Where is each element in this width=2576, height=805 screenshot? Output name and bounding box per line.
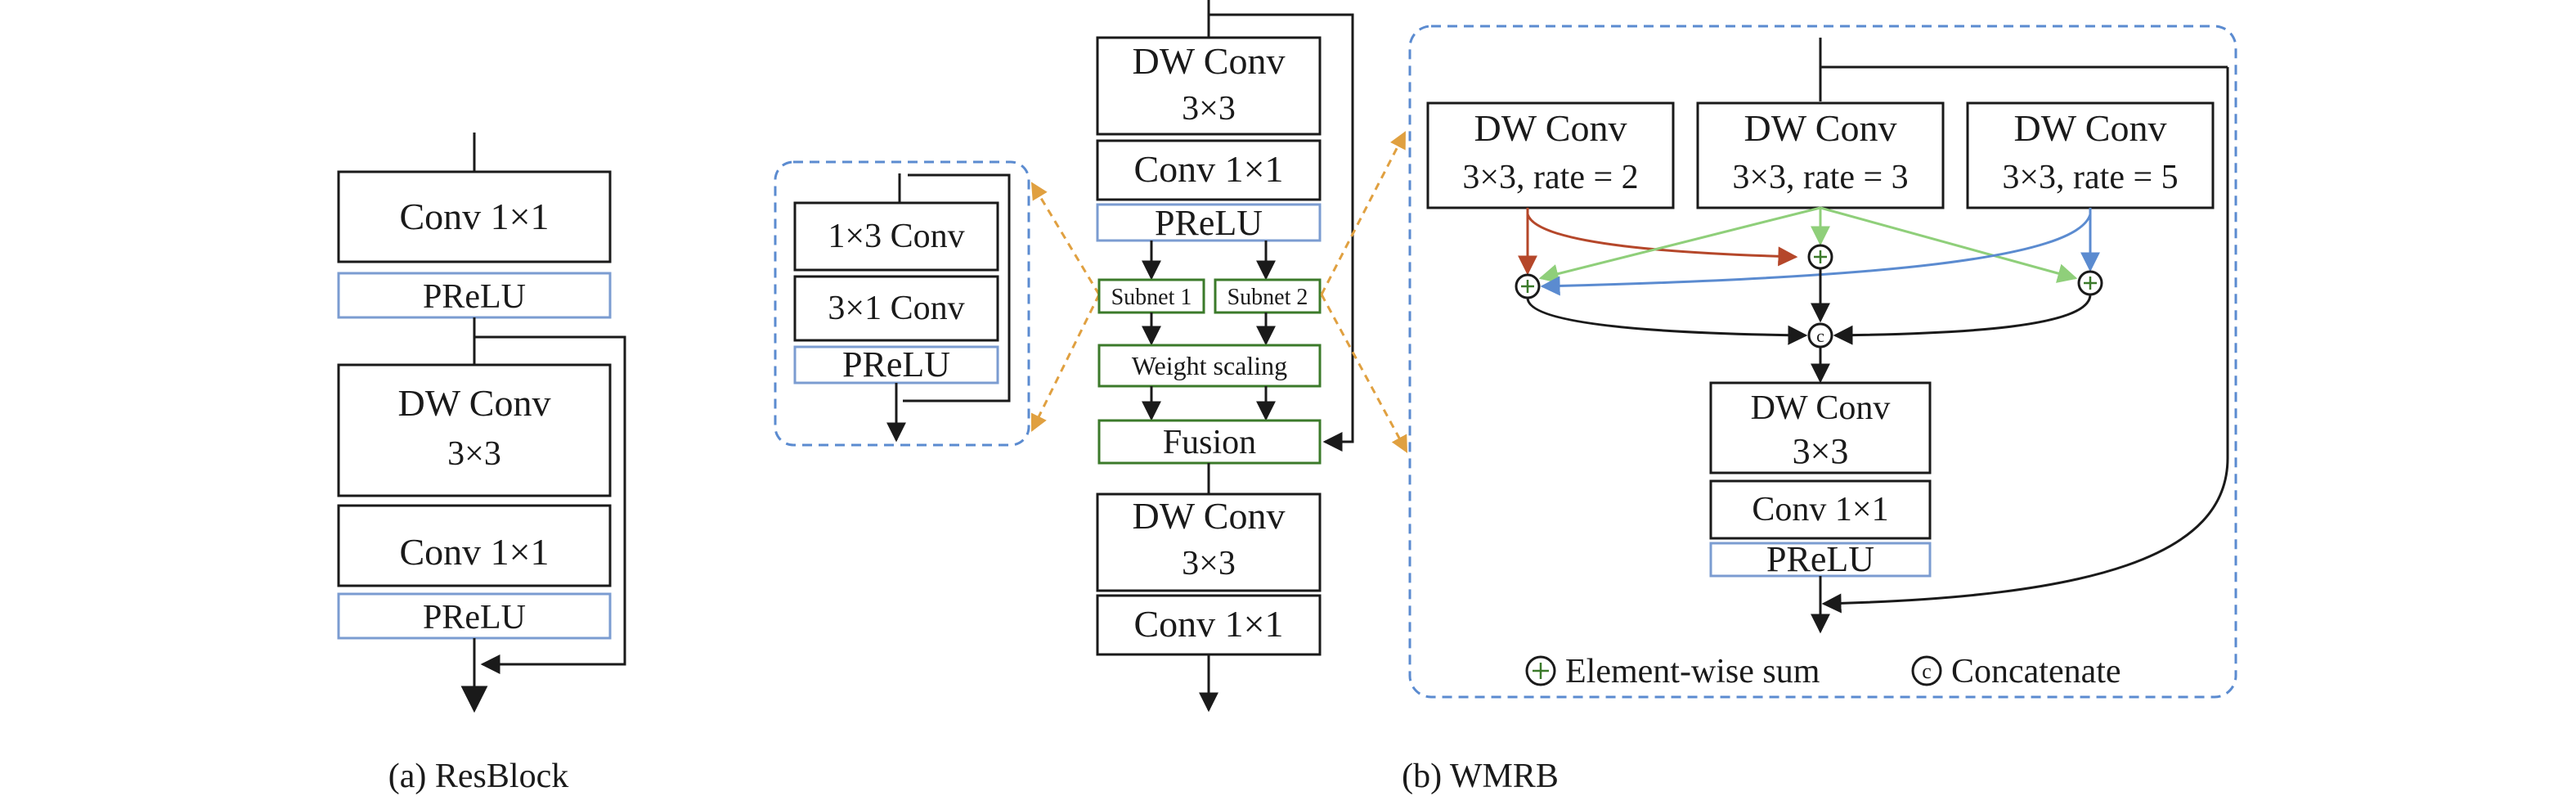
dwconv-rate2-box [1426, 101, 1675, 209]
subnet-prelu-label: PReLU [842, 344, 950, 385]
dwconv-rate5-label-1: DW Conv [2014, 107, 2167, 149]
subnet1-box [1097, 278, 1205, 314]
resblock-conv2-label: Conv 1×1 [399, 531, 549, 573]
concat-node: c [1807, 322, 1833, 349]
wmrb-top-dwconv-box [1096, 36, 1322, 136]
detail-conv-box [1709, 479, 1932, 540]
subnet-conv31-box [793, 275, 999, 342]
wmrb-detail: DW Conv 3×3, rate = 2 DW Conv 3×3, rate … [1408, 25, 2237, 699]
wmrb-main-column: DW Conv 3×3 Conv 1×1 PReLU Subnet 1 Subn… [1096, 0, 1559, 795]
concat-node-symbol: c [1816, 326, 1824, 346]
resblock-prelu1-box [337, 272, 612, 319]
detail-dwconv-box [1709, 381, 1932, 474]
subnet-prelu-box [793, 345, 999, 385]
resblock-conv1-label: Conv 1×1 [399, 196, 549, 237]
resblock-skip-connection [474, 335, 626, 674]
dwconv-rate2-label-2: 3×3, rate = 2 [1462, 159, 1638, 196]
dwconv-rate3-label-2: 3×3, rate = 3 [1732, 159, 1908, 196]
sum-node-middle [1807, 244, 1833, 270]
wmrb-bottom-conv-box [1096, 594, 1322, 656]
legend-sum: Element-wise sum [1525, 653, 1820, 690]
right-sum-to-concat-arrow [1833, 294, 2092, 345]
resblock-dwconv-label-1: DW Conv [398, 382, 551, 424]
rate2-to-mid-sum-arrow [1526, 214, 1798, 267]
wmrb-connector-bottom [1320, 294, 1408, 453]
detail-dwconv-label-1: DW Conv [1751, 389, 1891, 427]
legend-concat-icon [1911, 655, 1942, 686]
resblock-prelu2-label: PReLU [423, 599, 526, 636]
subnet-detail-container [774, 160, 1030, 447]
wmrb-bottom-dwconv-label-1: DW Conv [1133, 495, 1286, 537]
wmrb-bottom-dwconv-box [1096, 492, 1322, 592]
rate5-to-left-sum-arrow [1540, 214, 2092, 296]
detail-dwconv-label-2: 3×3 [1793, 431, 1849, 471]
resblock-dwconv-label-2: 3×3 [447, 435, 501, 473]
wmrb-top-conv-label: Conv 1×1 [1133, 148, 1283, 190]
resblock-dwconv-box [337, 363, 612, 497]
legend-concat-label: Concatenate [1951, 653, 2121, 690]
subnet-connector-bottom [1030, 294, 1101, 432]
resblock-prelu1-label: PReLU [423, 278, 526, 316]
resblock-conv2-box [337, 504, 612, 587]
dwconv-rate5-label-2: 3×3, rate = 5 [2002, 159, 2178, 196]
fusion-box [1097, 419, 1322, 465]
wmrb-connector-top [1320, 131, 1407, 295]
subnet-detail: 1×3 Conv 3×1 Conv PReLU [774, 160, 1101, 447]
wmrb-prelu-label: PReLU [1155, 203, 1263, 243]
dwconv-rate3-label-1: DW Conv [1744, 107, 1897, 149]
subnet-conv31-label: 3×1 Conv [828, 290, 964, 327]
left-sum-to-concat-arrow [1526, 297, 1808, 345]
resblock-conv1-box [337, 170, 612, 263]
resblock-diagram: Conv 1×1 PReLU DW Conv 3×3 Conv 1×1 PReL… [337, 133, 626, 795]
subnet-connector-top [1030, 182, 1101, 295]
wmrb-caption: (b) WMRB [1402, 758, 1559, 795]
sum-node-right [2077, 270, 2103, 296]
wmrb-skip-connection [1209, 13, 1354, 452]
detail-conv-label: Conv 1×1 [1752, 491, 1888, 528]
weight-scaling-box [1097, 344, 1322, 388]
resblock-caption: (a) ResBlock [388, 758, 568, 795]
subnet-conv13-box [793, 201, 999, 272]
legend-sum-label: Element-wise sum [1565, 653, 1820, 690]
wmrb-prelu-box [1096, 203, 1322, 242]
subnet1-label: Subnet 1 [1111, 285, 1192, 310]
wmrb-top-conv-box [1096, 139, 1322, 201]
subnet-conv13-label: 1×3 Conv [828, 218, 964, 255]
sum-node-left [1515, 273, 1541, 299]
dwconv-rate3-box [1696, 101, 1945, 209]
legend-concat-symbol: c [1922, 659, 1932, 683]
wmrb-bottom-conv-label: Conv 1×1 [1133, 603, 1283, 645]
dwconv-rate2-label-1: DW Conv [1474, 107, 1627, 149]
wmrb-bottom-dwconv-label-2: 3×3 [1182, 545, 1236, 582]
subnet2-box [1214, 278, 1322, 314]
rate3-to-right-sum-arrow [1820, 206, 2078, 283]
legend-concat: c Concatenate [1911, 653, 2121, 690]
detail-prelu-box [1709, 542, 1932, 578]
resblock-prelu2-box [337, 592, 612, 640]
dwconv-rate5-box [1966, 101, 2215, 209]
rate3-to-left-sum-arrow [1538, 206, 1821, 284]
weight-scaling-label: Weight scaling [1132, 351, 1287, 380]
subnet2-label: Subnet 2 [1227, 285, 1308, 310]
wmrb-detail-skip-connection [1821, 67, 2229, 614]
wmrb-detail-container [1408, 25, 2237, 699]
subnet-skip-connection [903, 173, 1011, 402]
detail-prelu-label: PReLU [1766, 539, 1874, 579]
wmrb-top-dwconv-label-1: DW Conv [1133, 40, 1286, 82]
wmrb-top-dwconv-label-2: 3×3 [1182, 90, 1236, 128]
fusion-label: Fusion [1163, 424, 1256, 461]
